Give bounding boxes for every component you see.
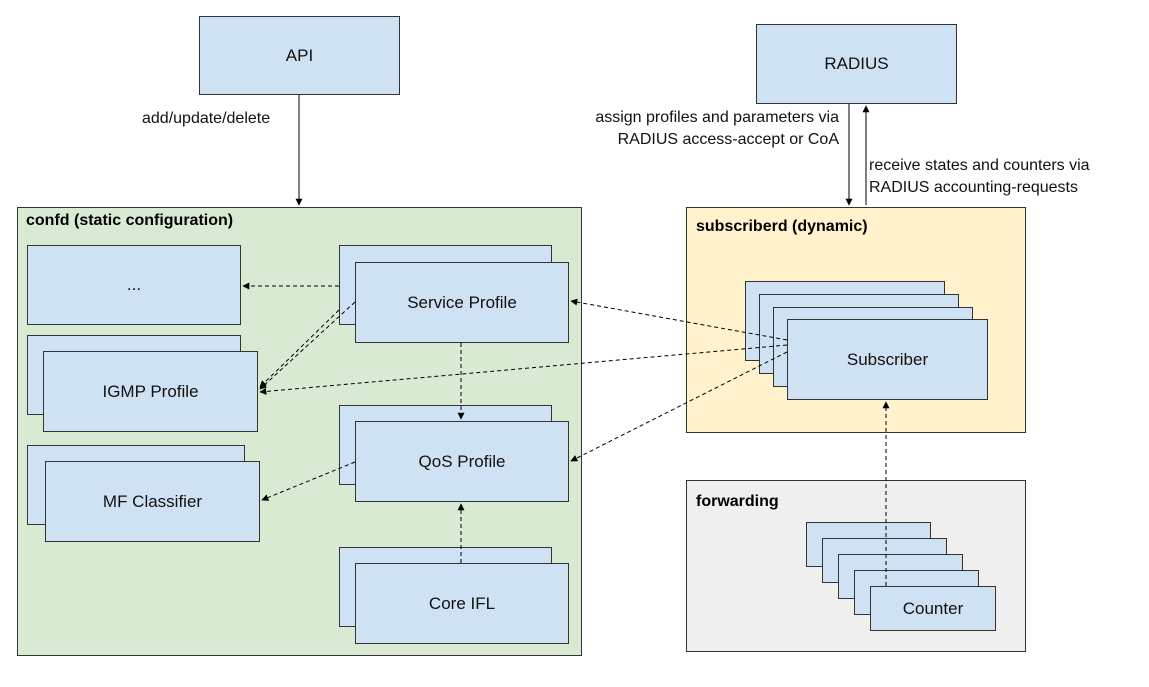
api-node: API xyxy=(199,16,400,95)
confd-region-title: confd (static configuration) xyxy=(26,212,234,229)
subscriber-node: Subscriber xyxy=(787,319,988,400)
subscriber-to-service-arrow xyxy=(570,298,788,341)
forwarding-region-title: forwarding xyxy=(696,493,779,510)
radius-receive-label-line1: receive states and counters via xyxy=(869,157,1090,174)
radius-assign-label-line1: assign profiles and parameters via xyxy=(595,109,839,126)
qos-profile-node: QoS Profile xyxy=(355,421,569,502)
service-to-igmp-arrow xyxy=(259,301,356,390)
radius-assign-label-line2: RADIUS access-accept or CoA xyxy=(617,131,839,148)
counter-node: Counter xyxy=(870,586,996,631)
radius-node: RADIUS xyxy=(756,24,957,104)
subscriberd-region-title: subscriberd (dynamic) xyxy=(696,218,868,235)
radius-receive-label-line2: RADIUS accounting-requests xyxy=(869,179,1078,196)
core-ifl-node: Core IFL xyxy=(355,563,569,644)
ellipsis-node: ... xyxy=(27,245,241,325)
mf-classifier-node: MF Classifier xyxy=(45,461,260,542)
qos-to-mf-arrow xyxy=(261,461,356,501)
service-back-to-igmp-arrow xyxy=(259,309,340,388)
subscriber-to-qos-arrow xyxy=(570,351,788,462)
api-edge-label: add/update/delete xyxy=(142,110,271,127)
igmp-profile-node: IGMP Profile xyxy=(43,351,258,432)
subscriber-to-igmp-arrow xyxy=(259,344,788,395)
service-profile-node: Service Profile xyxy=(355,262,569,343)
